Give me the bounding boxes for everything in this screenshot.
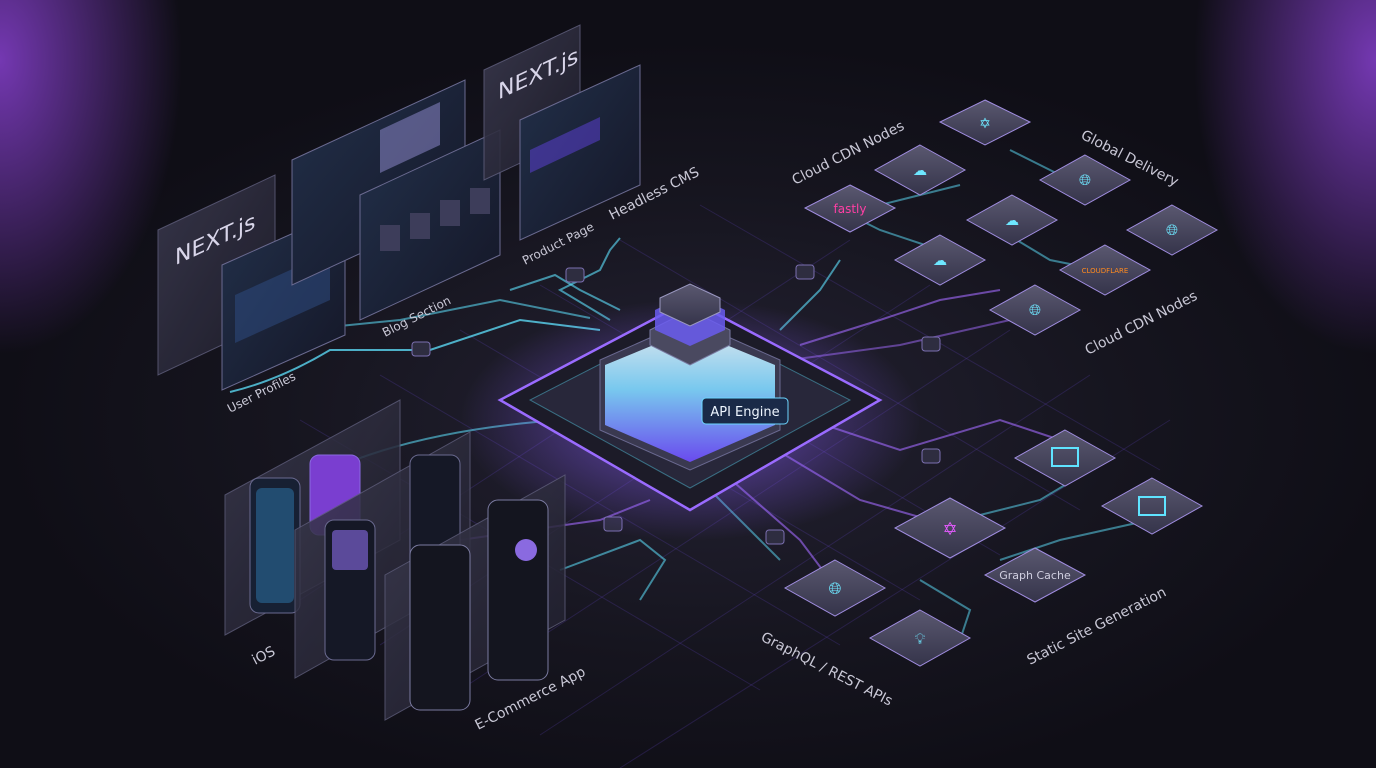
star-icon: ✡	[979, 116, 991, 132]
graphql-icon: ✡	[942, 519, 957, 540]
cloud-icon: ☁	[913, 163, 927, 179]
api-tile-bulb[interactable]: 💡︎	[868, 609, 972, 667]
web-panel-product-page[interactable]	[519, 64, 641, 241]
label-graphql-rest: GraphQL / REST APIs	[758, 629, 895, 709]
web-panel-blog[interactable]	[359, 129, 501, 321]
fastly-logo: fastly	[834, 202, 867, 216]
globe-icon: 🌐︎	[1079, 171, 1091, 189]
cdn-tile-global-1[interactable]: 🌐︎	[1038, 154, 1132, 206]
api-engine[interactable]: API Engine	[460, 283, 920, 540]
cloudflare-logo: CLOUDFLARE	[1082, 267, 1129, 275]
cloud-icon: ☁	[1005, 213, 1019, 229]
ssg-tile-browser-1[interactable]	[1013, 429, 1117, 487]
globe-icon: 🌐︎	[1166, 221, 1178, 239]
browser-icon	[1051, 447, 1079, 467]
cdn-tile-cloudflare[interactable]: CLOUDFLARE	[1058, 244, 1152, 296]
label-cdn-nodes-right: Cloud CDN Nodes	[1083, 288, 1201, 358]
mobile-ios-panel[interactable]	[224, 399, 401, 636]
cdn-tile-cloud-3[interactable]: ☁	[893, 234, 987, 286]
mobile-panel-ecommerce-app[interactable]	[384, 474, 566, 721]
graphql-tile-main[interactable]: ✡	[893, 497, 1007, 559]
cloud-icon: ☁	[933, 253, 947, 269]
api-tile-globe[interactable]: 🌐︎	[783, 559, 887, 617]
browser-icon	[1138, 496, 1166, 516]
cdn-tile-top[interactable]: ✡	[938, 99, 1032, 146]
graph-cache-label: Graph Cache	[999, 569, 1071, 582]
globe-icon: 🌐︎	[1029, 301, 1041, 319]
cdn-tile-global-2[interactable]: 🌐︎	[1125, 204, 1219, 256]
lightbulb-icon: 💡︎	[915, 630, 926, 648]
ssg-tile-browser-2[interactable]	[1100, 477, 1204, 535]
label-static-site: Static Site Generation	[1025, 584, 1169, 668]
graph-cache-tile[interactable]: Graph Cache	[983, 547, 1087, 603]
cdn-tile-global-3[interactable]: 🌐︎	[988, 284, 1082, 336]
cdn-tile-cloud-2[interactable]: ☁	[965, 194, 1059, 246]
cdn-tile-cloud-1[interactable]: ☁	[873, 144, 967, 196]
connection-lines	[229, 149, 1151, 641]
label-ios: iOS	[250, 643, 279, 668]
globe-icon: 🌐︎	[829, 579, 842, 598]
api-engine-label: API Engine	[710, 405, 779, 420]
cdn-tile-fastly[interactable]: fastly	[803, 184, 897, 233]
